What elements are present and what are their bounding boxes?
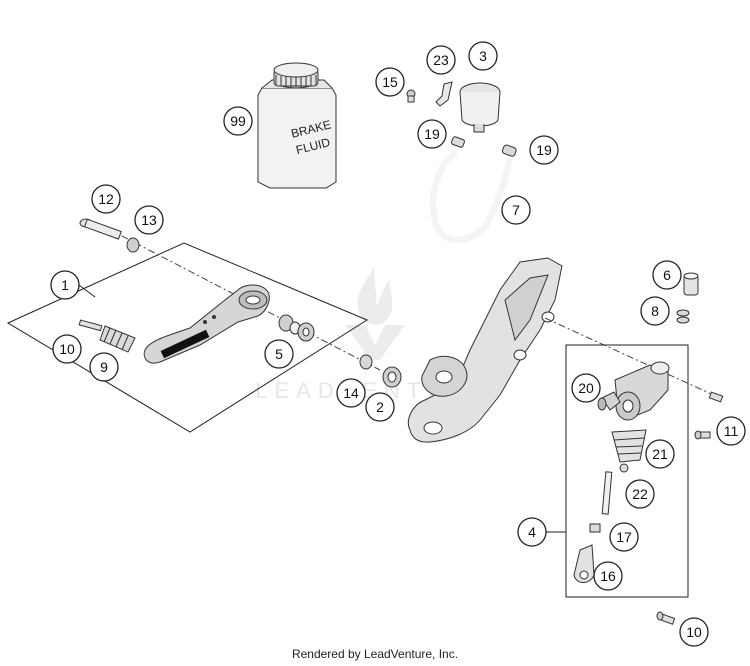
callout-11: 11 — [716, 416, 746, 446]
pedal-stop-10 — [78, 319, 103, 332]
svg-text:3: 3 — [479, 48, 487, 64]
svg-text:1: 1 — [61, 277, 69, 293]
callout-5: 5 — [264, 339, 294, 369]
pedal-bolt-12 — [79, 218, 122, 240]
callout-23: 23 — [426, 45, 456, 75]
master-cylinder-box — [565, 344, 689, 598]
callout-15: 15 — [375, 67, 405, 97]
master-cylinder-axis — [544, 317, 721, 399]
reservoir-assembly — [406, 81, 517, 244]
push-rod-22 — [601, 463, 629, 515]
footrest-bracket — [407, 257, 563, 443]
callout-7: 7 — [501, 195, 531, 225]
callout-19-right: 19 — [529, 135, 559, 165]
callout-17: 17 — [609, 522, 639, 552]
brake-fluid-bottle: BRAKE FLUID — [257, 62, 337, 189]
svg-text:4: 4 — [528, 524, 536, 540]
bolt-10-lower — [656, 611, 676, 625]
callout-8: 8 — [640, 296, 670, 326]
svg-text:10: 10 — [59, 341, 75, 357]
bushings-5 — [278, 314, 315, 342]
svg-text:12: 12 — [98, 191, 114, 207]
callout-6: 6 — [652, 260, 682, 290]
bolt-11 — [694, 391, 724, 440]
callout-99: 99 — [223, 106, 253, 136]
boot-21 — [611, 429, 647, 463]
callout-22: 22 — [625, 479, 655, 509]
svg-text:9: 9 — [100, 359, 108, 375]
svg-text:16: 16 — [600, 568, 616, 584]
svg-text:11: 11 — [724, 423, 739, 439]
svg-text:21: 21 — [652, 446, 668, 462]
brake-pedal — [143, 284, 270, 364]
svg-text:15: 15 — [382, 74, 398, 90]
nut-2 — [382, 366, 402, 388]
master-cylinder-body — [614, 361, 670, 421]
leader-lines — [78, 284, 566, 533]
svg-text:99: 99 — [230, 113, 246, 129]
svg-text:10: 10 — [686, 624, 702, 640]
callout-19-left: 19 — [417, 119, 447, 149]
brake-pedal-box — [6, 242, 369, 433]
svg-text:7: 7 — [512, 202, 520, 218]
cap-6 — [683, 272, 699, 296]
svg-text:17: 17 — [616, 529, 632, 545]
callout-13: 13 — [134, 205, 164, 235]
o-rings-8 — [676, 309, 690, 324]
svg-text:13: 13 — [141, 212, 157, 228]
svg-text:19: 19 — [424, 126, 440, 142]
svg-text:23: 23 — [433, 52, 449, 68]
svg-text:5: 5 — [275, 346, 283, 362]
footer-credit: Rendered by LeadVenture, Inc. — [291, 647, 459, 661]
callout-12: 12 — [91, 184, 121, 214]
svg-text:8: 8 — [651, 303, 659, 319]
svg-text:2: 2 — [376, 399, 384, 415]
svg-text:20: 20 — [578, 380, 594, 396]
callout-14: 14 — [336, 378, 366, 408]
rubber-stop-9 — [99, 325, 136, 353]
callout-2: 2 — [365, 392, 395, 422]
callout-10-left: 10 — [52, 334, 82, 364]
svg-text:14: 14 — [343, 385, 359, 401]
washer-14 — [359, 354, 373, 370]
callout-21: 21 — [645, 439, 675, 469]
svg-text:6: 6 — [663, 267, 671, 283]
callout-20: 20 — [571, 373, 601, 403]
svg-text:22: 22 — [632, 486, 648, 502]
callout-10-right: 10 — [679, 617, 709, 647]
callout-4: 4 — [517, 517, 547, 547]
callout-1: 1 — [50, 270, 80, 300]
washer-13 — [126, 237, 140, 253]
callout-3: 3 — [468, 41, 498, 71]
nut-17 — [589, 523, 601, 533]
hose-fitting-20 — [597, 391, 621, 411]
svg-text:19: 19 — [536, 142, 552, 158]
callout-9: 9 — [89, 352, 119, 382]
clevis-16 — [573, 544, 595, 583]
callout-16: 16 — [593, 561, 623, 591]
